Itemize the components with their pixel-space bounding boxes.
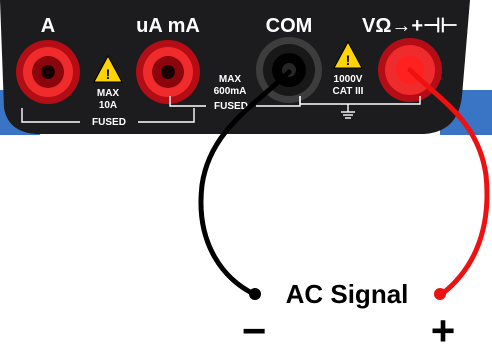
warning-v-line2: CAT III: [333, 86, 364, 97]
warning-icon-a: !: [93, 54, 123, 83]
red-test-lead: [407, 67, 490, 297]
terminal-label-ua-ma: uA mA: [136, 15, 200, 37]
ac-signal-label: AC Signal: [286, 279, 409, 309]
jack-ua-ma: [136, 40, 200, 104]
warning-ma-line1: MAX: [219, 74, 242, 85]
black-test-lead: [198, 69, 292, 297]
terminal-label-a: A: [41, 15, 55, 37]
positive-terminal-dot: [434, 288, 446, 300]
warning-a-line2: 10A: [99, 100, 117, 111]
negative-terminal-dot: [249, 288, 261, 300]
svg-text:!: !: [106, 66, 111, 82]
terminal-label-v-ohm: VΩ→+⊣⊢: [362, 15, 458, 37]
warning-ma-line2: 600mA: [214, 86, 247, 97]
warning-icon-v: !: [333, 40, 363, 69]
fused-label-left: FUSED: [92, 117, 126, 128]
fused-label-right: FUSED: [214, 101, 248, 112]
svg-text:!: !: [346, 52, 351, 68]
positive-sign: +: [431, 307, 456, 349]
negative-sign: −: [242, 307, 267, 349]
warning-v-line1: 1000V: [334, 74, 363, 85]
meter-panel: [0, 0, 470, 134]
jack-a: [16, 40, 80, 104]
com-v-bracket: [299, 96, 421, 105]
fused-bracket-left: [21, 108, 195, 123]
warning-a-line1: MAX: [97, 88, 120, 99]
ground-icon: [341, 104, 355, 119]
terminal-label-com: COM: [266, 15, 313, 37]
